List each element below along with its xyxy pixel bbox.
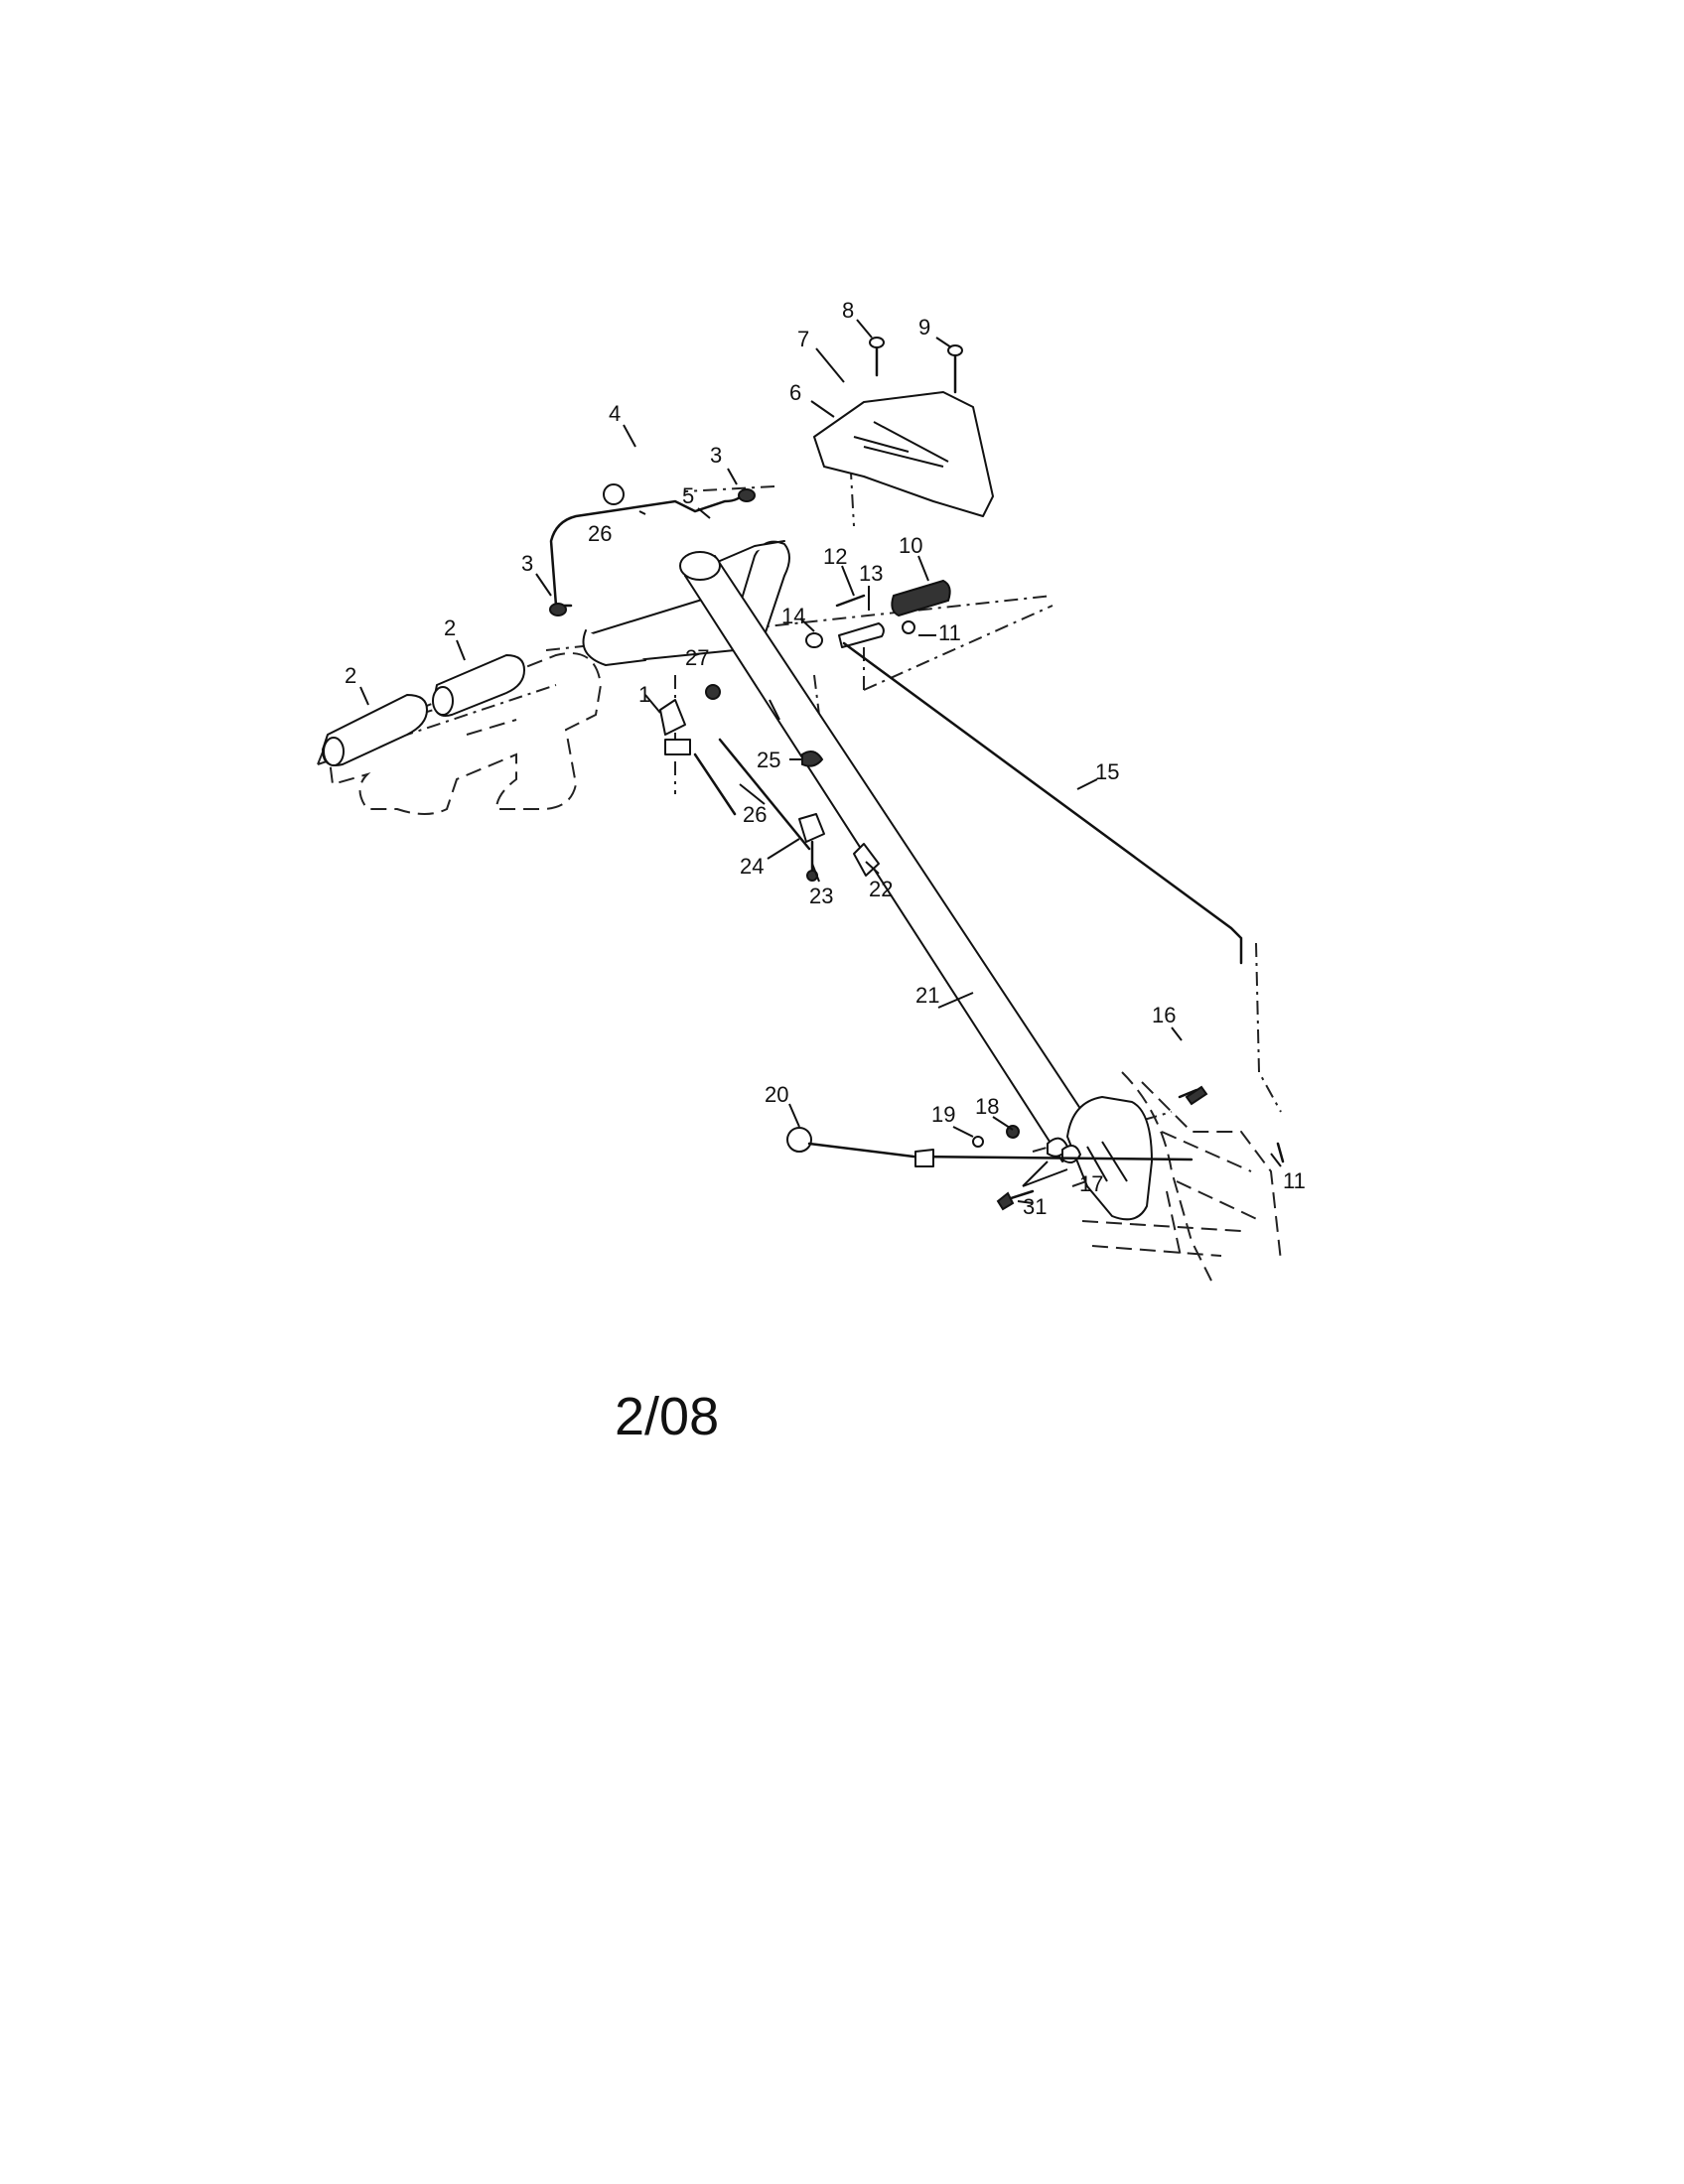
callout-2-upper: 2: [444, 615, 456, 640]
callout-23: 23: [809, 884, 833, 908]
callout-24: 24: [740, 854, 764, 879]
callout-17: 17: [1079, 1171, 1103, 1196]
callout-3-right: 3: [710, 443, 722, 468]
callout-16: 16: [1152, 1003, 1176, 1027]
callout-12: 12: [823, 544, 847, 569]
callout-8: 8: [842, 298, 854, 323]
part-pivot-hardware: [805, 594, 915, 648]
part-hand-grip-lower: [322, 694, 428, 766]
callout-7: 7: [797, 327, 809, 351]
callout-19: 19: [931, 1102, 955, 1127]
callout-3-left: 3: [521, 551, 533, 576]
callout-13: 13: [859, 561, 883, 586]
part-hand-grip-upper: [432, 654, 525, 717]
callout-4: 4: [609, 401, 621, 426]
part-shift-rod: [842, 641, 1243, 965]
callout-21: 21: [915, 983, 939, 1008]
callout-2-lower: 2: [345, 663, 356, 688]
callout-15: 15: [1095, 759, 1119, 784]
leader-lines: [359, 319, 1282, 1204]
callout-11-upper: 11: [938, 620, 961, 645]
part-bolts-top: [869, 337, 963, 394]
callout-20: 20: [765, 1082, 788, 1107]
callout-26-lower: 26: [743, 802, 767, 827]
part-control-panel: [813, 391, 994, 517]
callout-25: 25: [757, 748, 780, 772]
callout-9: 9: [918, 315, 930, 340]
callout-labels: 1 2 2 3 3 4 5 6 7 8 9 10 11 11 12 13 14 …: [345, 298, 1306, 1219]
callout-1: 1: [638, 682, 650, 707]
footer-code: 2/08: [615, 1387, 719, 1446]
callout-26-upper: 26: [588, 521, 612, 546]
callout-22: 22: [869, 877, 893, 901]
callout-5: 5: [682, 483, 694, 508]
part-grip-10: [891, 579, 951, 617]
part-bail-rod: [549, 483, 756, 616]
callout-27: 27: [685, 645, 709, 670]
callout-18: 18: [975, 1094, 999, 1119]
callout-6: 6: [789, 380, 801, 405]
callout-14: 14: [781, 604, 805, 628]
callout-11-lower: 11: [1283, 1168, 1306, 1193]
part-lower-hardware: [786, 1085, 1285, 1221]
callout-31: 31: [1023, 1194, 1047, 1219]
callout-10: 10: [899, 533, 922, 558]
part-small-hardware: [659, 684, 880, 882]
